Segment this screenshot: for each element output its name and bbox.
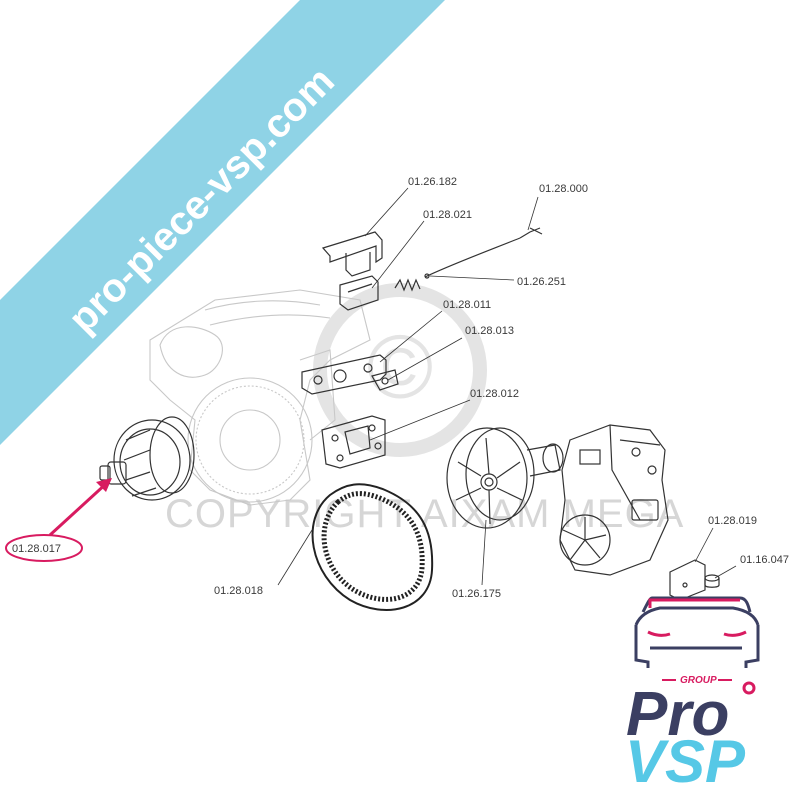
logo-hexagon-icon <box>742 681 756 695</box>
car-front-icon <box>634 596 760 668</box>
part-01-28-018-belt <box>311 483 434 611</box>
label-01-16-047: 01.16.047 <box>740 554 789 566</box>
logo-pro-text: Pro <box>626 680 729 749</box>
label-01-28-013: 01.28.013 <box>465 325 514 337</box>
copyright-text: COPYRIGHT AIXAM MEGA <box>165 492 684 536</box>
part-spring-cable <box>394 227 543 292</box>
label-01-28-021: 01.28.021 <box>423 209 472 221</box>
part-01-28-012-plate <box>321 415 386 469</box>
part-01-28-017-drive-pulley <box>99 416 195 501</box>
part-01-28-011-mount <box>301 354 387 395</box>
gearbox-housing <box>559 424 669 576</box>
label-01-28-011: 01.28.011 <box>443 299 491 311</box>
part-01-26-182-bracket <box>321 231 383 277</box>
label-01-28-012: 01.28.012 <box>470 388 519 400</box>
label-01-28-018: 01.28.018 <box>214 585 263 597</box>
label-01-26-175: 01.26.175 <box>452 588 501 600</box>
label-01-28-017: 01.28.017 <box>12 543 61 555</box>
label-01-26-251: 01.26.251 <box>517 276 566 288</box>
highlight-ring <box>5 534 83 562</box>
part-01-28-021-damper <box>339 275 379 311</box>
part-01-28-019-bracket <box>669 559 706 601</box>
highlight-01-28-017 <box>5 478 112 562</box>
part-01-26-175-driven-pulley <box>446 427 564 529</box>
label-01-26-182: 01.26.182 <box>408 176 457 188</box>
copyright-watermark: © COPYRIGHT AIXAM MEGA <box>165 283 684 536</box>
logo-vsp-text: VSP <box>625 728 746 795</box>
copyright-symbol: © <box>367 318 433 418</box>
part-labels: 01.26.182 01.28.021 01.28.000 01.26.251 … <box>12 176 789 600</box>
label-01-28-000: 01.28.000 <box>539 183 588 195</box>
label-01-28-019: 01.28.019 <box>708 515 757 527</box>
part-01-28-013-mount <box>371 369 399 391</box>
leader-lines <box>277 187 737 586</box>
provsp-logo: GROUP Pro VSP <box>625 596 760 795</box>
part-01-16-047-spacer <box>704 574 720 588</box>
logo-group-text: GROUP <box>680 675 717 686</box>
highlight-arrow <box>48 480 110 537</box>
